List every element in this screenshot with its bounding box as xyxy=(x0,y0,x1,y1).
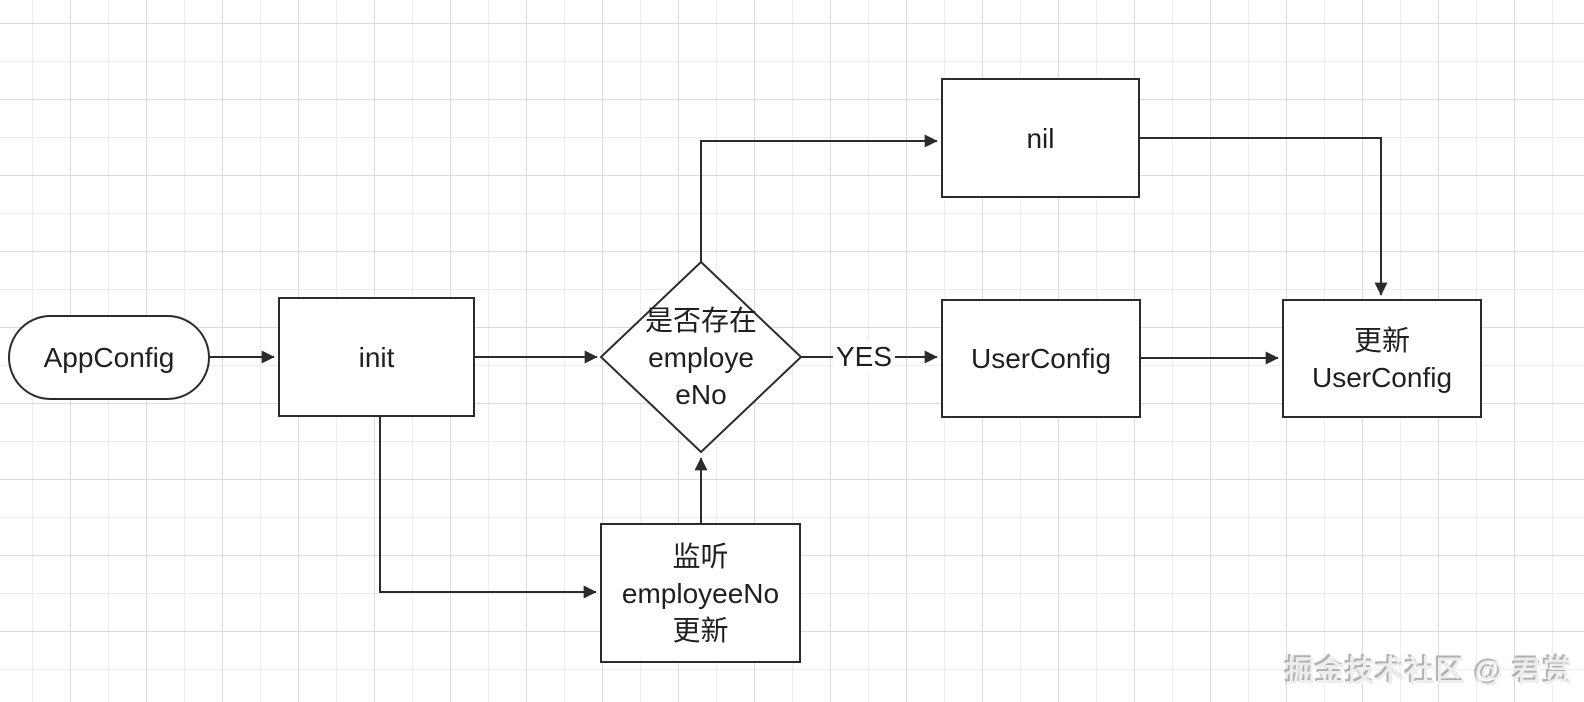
edge-decision-nil xyxy=(700,134,938,262)
node-nil: nil xyxy=(941,78,1140,198)
watermark-text: 掘金技术社区 @ 君赏 xyxy=(1285,656,1573,688)
node-userconfig: UserConfig xyxy=(941,299,1141,418)
node-decision-label: 是否存在 employe eNo xyxy=(644,304,757,410)
edge-label-yes: YES xyxy=(833,341,896,373)
node-listen-employeeno: 监听 employeeNo 更新 xyxy=(600,523,801,663)
node-update-userconfig: 更新 UserConfig xyxy=(1282,299,1482,418)
node-appconfig: AppConfig xyxy=(8,315,210,400)
edge-init-listen xyxy=(379,417,597,599)
edge-nil-updateuserconfig xyxy=(1140,137,1388,296)
node-decision-shape xyxy=(599,260,803,454)
node-init: init xyxy=(278,297,475,417)
